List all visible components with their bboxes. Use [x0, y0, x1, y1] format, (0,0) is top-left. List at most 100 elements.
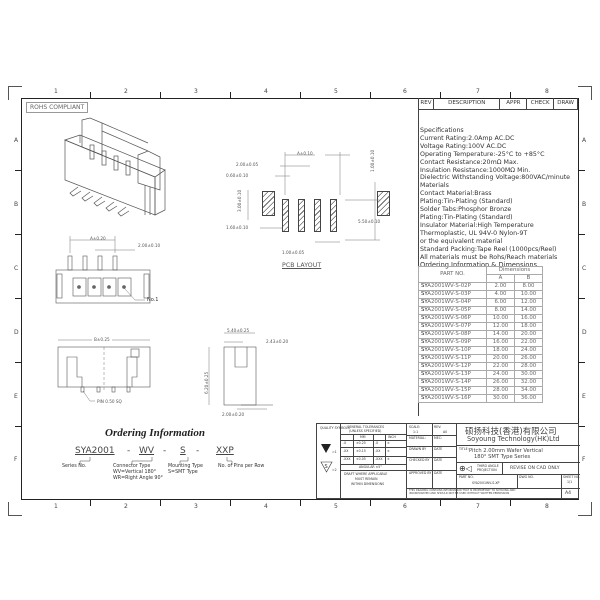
order-code-sep1: - — [127, 446, 131, 456]
side-dim-540: 5.40±0.25 — [227, 328, 250, 333]
order-code-mounting: S — [180, 446, 186, 456]
zone-col-1-bottom: 1 — [54, 503, 58, 510]
zone-col-5-bottom: 5 — [334, 503, 338, 510]
spec-line: Materials — [420, 182, 449, 190]
frame-corner-tl — [8, 86, 22, 100]
zone-row-b-right: B — [582, 201, 587, 208]
revision-table: REV DESCRIPTION APPR CHECK DRAW — [418, 98, 578, 110]
frame-corner-bl — [8, 502, 22, 516]
zone-col-3: 3 — [194, 88, 198, 95]
pcb-pad-2 — [298, 199, 305, 232]
rev-header-description: DESCRIPTION — [434, 98, 501, 109]
zone-row-e: E — [14, 393, 18, 400]
zone-col-8-bottom: 8 — [545, 503, 549, 510]
pcb-dim-160: 1.60±0.10 — [226, 225, 249, 230]
order-code-pins: XXP — [216, 446, 234, 456]
connector-side-view — [208, 332, 273, 410]
zone-row-a-right: A — [582, 137, 587, 144]
rev-header-rev: REV — [419, 98, 434, 109]
ordering-leader-lines — [79, 457, 233, 465]
zone-row-b: B — [14, 201, 19, 208]
order-code-series: SYA2001 — [75, 446, 115, 456]
order-caption-mounting: Mounting Type S=SMT Type — [168, 464, 203, 475]
zone-row-d-right: D — [582, 329, 587, 336]
pcb-dim-a: A±0.10 — [297, 151, 313, 156]
zone-col-2-bottom: 2 — [124, 503, 128, 510]
spec-panel-border — [418, 98, 579, 416]
part-number-value: SYA2001WV-S-XP — [472, 481, 500, 485]
sheet-number-value: 1/1 — [567, 480, 573, 484]
drawing-title-line1: Pitch 2.00mm Wafer Vertical — [469, 448, 543, 454]
zone-col-7-bottom: 7 — [476, 503, 480, 510]
pcb-solder-tab-right — [377, 191, 390, 216]
rohs-compliant-label: ROHS COMPLIANT — [26, 102, 89, 113]
pcb-dim-550: 5.50±0.10 — [358, 219, 381, 224]
pcb-dim-100v: 1.00±0.10 — [370, 149, 375, 172]
zone-row-a: A — [14, 137, 19, 144]
side-dim-620: 6.20±0.25 — [204, 371, 209, 394]
company-name-chinese: 硕扬科技(香港)有限公司 — [465, 427, 557, 437]
zone-row-c-right: C — [582, 265, 587, 272]
spec-line: Insulation Resistance:1000MΩ Min. — [420, 166, 531, 174]
spec-line: Ordering Information & Dimensions — [420, 261, 538, 270]
general-tolerances-label: GENERAL TOLERANCES — [347, 425, 385, 429]
connector-front-view — [55, 236, 151, 304]
zone-col-8: 8 — [545, 88, 549, 95]
revise-on-cad-note: REVISE ON CAD ONLY — [510, 466, 560, 471]
zone-row-c: C — [14, 265, 19, 272]
spec-line: Solder Tabs:Phosphor Bronze — [420, 206, 512, 214]
zone-row-e-right: E — [582, 393, 586, 400]
confidentiality-note: THIS DRAWING CONTAINS INFORMATION THAT I… — [409, 489, 516, 496]
order-caption-series: Series No. — [62, 464, 87, 469]
spec-line: All materials must be Rohs/Reach materia… — [420, 253, 558, 261]
side-dim-200: 2.00±0.20 — [222, 412, 245, 417]
svg-text:S: S — [325, 464, 328, 470]
order-caption-pins: No. of Pins per Row — [218, 464, 265, 469]
pcb-solder-tab-left — [262, 191, 275, 216]
drawing-frame — [21, 98, 579, 500]
zone-col-5: 5 — [334, 88, 338, 95]
pcb-dim-100w: 1.00±0.05 — [282, 250, 305, 255]
dims-header-a: A — [486, 274, 515, 283]
pcb-dimension-lines — [247, 152, 380, 243]
quality-symbols-label: QUALITY SYMBOLS — [320, 426, 350, 430]
zone-row-d: D — [14, 329, 19, 336]
rev-header-appr: APPR — [500, 98, 528, 109]
front-dim-a: A±0.20 — [90, 236, 106, 241]
spec-line: Plating:Tin-Plating (Standard) — [420, 213, 513, 221]
zone-col-4: 4 — [264, 88, 268, 95]
third-angle-projection-icon: ⊕◁ — [459, 464, 472, 473]
quality-symbol-triangle-icon — [321, 444, 331, 453]
company-name-english: Soyoung Technology(HK)Ltd — [467, 435, 560, 443]
zone-row-f-right: F — [582, 456, 586, 463]
front-dim-pitch: 2.00±0.10 — [138, 243, 161, 248]
spec-line: Contact Material:Brass — [420, 190, 492, 198]
rev-header-draw: DRAW — [554, 98, 578, 109]
spec-line: Voltage Rating:100V AC.DC — [420, 142, 507, 150]
spec-line: Insulator Material:High Temperature — [420, 221, 534, 229]
rev-header-check: CHECK — [527, 98, 555, 109]
order-caption-connector: Connector Type WV=Vertical 180° WR=Right… — [113, 464, 163, 481]
pcb-pad-1 — [282, 199, 289, 232]
zone-col-2: 2 — [124, 88, 128, 95]
zone-col-6: 6 — [403, 88, 407, 95]
dims-header-b: B — [514, 274, 543, 283]
ordering-info-title: Ordering Information — [105, 427, 205, 439]
spec-line: Operating Temperature:-25°C to +85°C — [420, 150, 545, 158]
spec-line: Current Rating:2.0Amp AC.DC — [420, 134, 515, 142]
dims-header-group: Dimensions — [486, 266, 543, 275]
bottom-dim-b: B±0.25 — [92, 337, 112, 342]
pcb-pad-3 — [314, 199, 321, 232]
drawing-title-line2: 180° SMT Type Series — [474, 454, 531, 460]
angular-tolerance: ANGULAR ±5° — [359, 465, 382, 469]
